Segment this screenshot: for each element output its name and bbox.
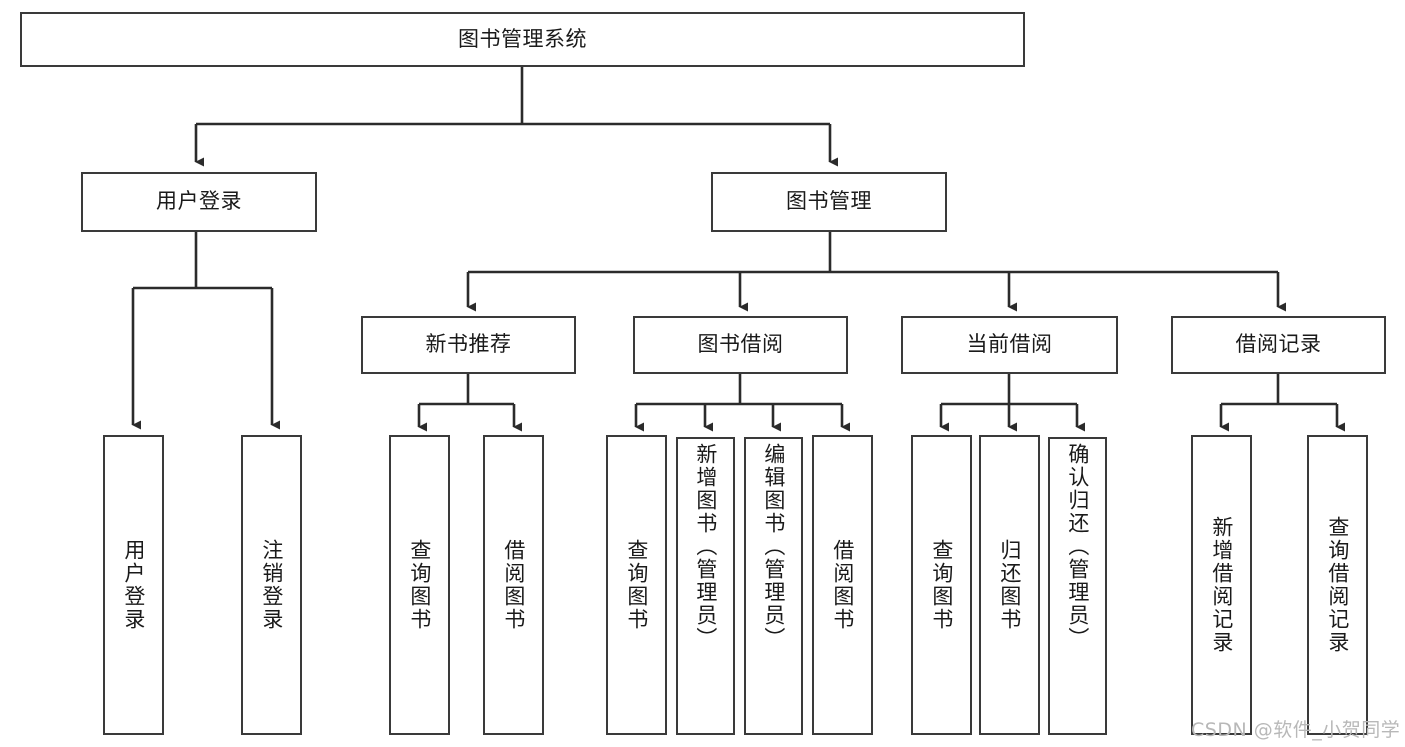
leaf-query-record[interactable]: 查询借阅记录 bbox=[1307, 435, 1368, 735]
leaf-query-book-1[interactable]: 查询图书 bbox=[389, 435, 450, 735]
node-borrow-record-label: 借阅记录 bbox=[1235, 332, 1322, 357]
csdn-watermark: CSDN @软件_小贺同学 bbox=[1191, 719, 1401, 741]
node-book-manage-label: 图书管理 bbox=[786, 189, 872, 214]
leaf-query-book-1-label: 查询图书 bbox=[407, 539, 432, 631]
leaf-add-record[interactable]: 新增借阅记录 bbox=[1191, 435, 1252, 735]
leaf-confirm-return-label: 确认归还（管理员） bbox=[1065, 443, 1090, 650]
leaf-query-book-2-label: 查询图书 bbox=[624, 539, 649, 631]
node-book-borrow-label: 图书借阅 bbox=[697, 332, 784, 357]
leaf-add-record-label: 新增借阅记录 bbox=[1209, 516, 1234, 654]
leaf-add-book-label: 新增图书（管理员） bbox=[693, 443, 718, 650]
leaf-user-login-label: 用户登录 bbox=[121, 539, 146, 631]
leaf-query-book-3[interactable]: 查询图书 bbox=[911, 435, 972, 735]
leaf-borrow-book-2[interactable]: 借阅图书 bbox=[812, 435, 873, 735]
leaf-edit-book[interactable]: 编辑图书（管理员） bbox=[744, 437, 803, 735]
leaf-return-book[interactable]: 归还图书 bbox=[979, 435, 1040, 735]
leaf-borrow-book-1-label: 借阅图书 bbox=[501, 539, 526, 631]
node-root[interactable]: 图书管理系统 bbox=[20, 12, 1025, 67]
leaf-user-logout-label: 注销登录 bbox=[259, 539, 284, 631]
node-new-book-rec[interactable]: 新书推荐 bbox=[361, 316, 576, 374]
leaf-add-book[interactable]: 新增图书（管理员） bbox=[676, 437, 735, 735]
leaf-query-record-label: 查询借阅记录 bbox=[1325, 516, 1350, 654]
leaf-edit-book-label: 编辑图书（管理员） bbox=[761, 443, 786, 650]
node-user-login[interactable]: 用户登录 bbox=[81, 172, 317, 232]
leaf-query-book-3-label: 查询图书 bbox=[929, 539, 954, 631]
leaf-borrow-book-1[interactable]: 借阅图书 bbox=[483, 435, 544, 735]
node-book-borrow[interactable]: 图书借阅 bbox=[633, 316, 848, 374]
node-current-borrow[interactable]: 当前借阅 bbox=[901, 316, 1118, 374]
node-user-login-label: 用户登录 bbox=[156, 189, 242, 214]
leaf-borrow-book-2-label: 借阅图书 bbox=[830, 539, 855, 631]
node-book-manage[interactable]: 图书管理 bbox=[711, 172, 947, 232]
node-borrow-record[interactable]: 借阅记录 bbox=[1171, 316, 1386, 374]
leaf-confirm-return[interactable]: 确认归还（管理员） bbox=[1048, 437, 1107, 735]
node-new-book-rec-label: 新书推荐 bbox=[425, 332, 512, 357]
node-current-borrow-label: 当前借阅 bbox=[966, 332, 1053, 357]
leaf-return-book-label: 归还图书 bbox=[997, 539, 1022, 631]
leaf-query-book-2[interactable]: 查询图书 bbox=[606, 435, 667, 735]
node-root-label: 图书管理系统 bbox=[458, 26, 587, 51]
leaf-user-login[interactable]: 用户登录 bbox=[103, 435, 164, 735]
leaf-user-logout[interactable]: 注销登录 bbox=[241, 435, 302, 735]
